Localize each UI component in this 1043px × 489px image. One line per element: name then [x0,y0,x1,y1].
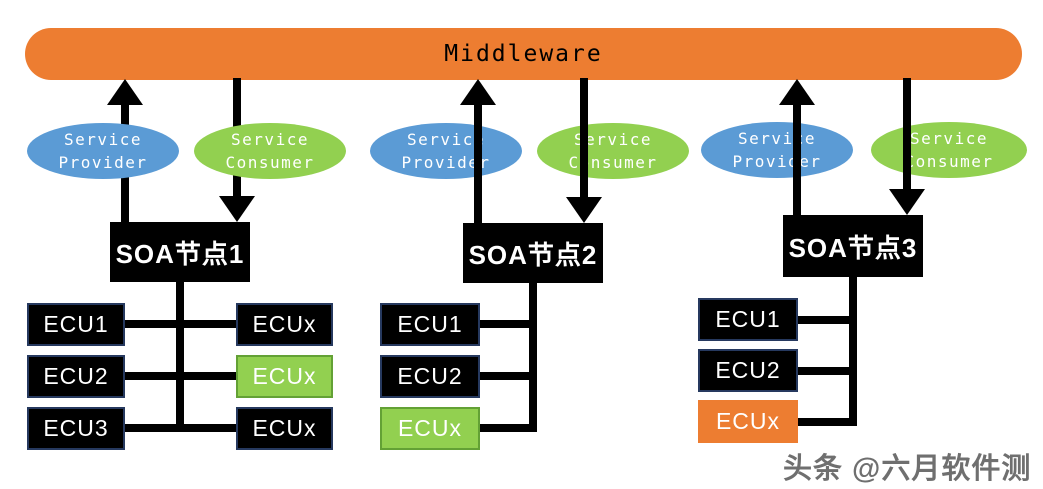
bus-branch-1b [125,372,236,380]
ecu-box: ECUx [236,407,333,450]
ecu-box-highlight-green: ECUx [236,355,333,398]
bus-branch-2b [480,372,537,380]
ecu-label: ECU1 [715,306,781,332]
service-consumer-label-1: Service Consumer [225,130,315,172]
consumer-arrow-line-2 [580,78,588,197]
watermark-text: 头条 @六月软件测试 [783,453,1032,485]
ecu-box: ECU1 [380,303,480,346]
ecu-box-highlight-green: ECUx [380,407,480,450]
consumer-arrowhead-3 [889,189,925,215]
ecu-label: ECU2 [715,357,781,383]
ecu-label: ECU1 [43,311,109,337]
provider-arrowhead-2 [460,79,496,105]
ecu-box: ECU1 [27,303,125,346]
provider-arrow-line-2 [474,100,482,223]
ecu-box-highlight-orange: ECUx [698,400,798,443]
provider-arrowhead-1 [107,79,143,105]
soa-node-2: SOA节点2 [463,223,603,283]
bus-branch-2c [480,424,537,432]
bus-trunk-3 [849,277,857,426]
ecu-label: ECUx [715,408,781,434]
service-provider-ellipse-1: Service Provider [27,123,179,179]
service-consumer-label-2: Service Consumer [568,130,658,172]
ecu-label: ECU1 [397,311,463,337]
consumer-arrowhead-1 [219,196,255,222]
service-provider-label-1: Service Provider [58,130,148,172]
soa-node-1: SOA节点1 [110,222,250,282]
bus-branch-3b [798,367,857,375]
service-provider-label-3: Service Provider [732,129,822,171]
consumer-arrow-line-3 [903,78,911,189]
bus-branch-3c [798,418,857,426]
bus-trunk-2 [529,283,537,432]
middleware-bar: Middleware [25,28,1022,80]
ecu-label: ECU2 [397,363,463,389]
soa-node-2-label: SOA节点2 [468,239,598,270]
service-provider-ellipse-3: Service Provider [701,122,853,178]
bus-trunk-1 [176,282,184,432]
bus-branch-3a [798,316,857,324]
ecu-box: ECU2 [27,355,125,398]
ecu-box: ECU3 [27,407,125,450]
provider-arrowhead-3 [779,79,815,105]
ecu-label: ECUx [252,311,317,337]
soa-node-3: SOA节点3 [783,215,923,277]
ecu-label: ECUx [252,415,317,441]
service-consumer-label-3: Service Consumer [904,129,994,171]
ecu-box: ECUx [236,303,333,346]
service-consumer-ellipse-1: Service Consumer [194,123,346,179]
ecu-box: ECU2 [380,355,480,398]
ecu-label: ECU2 [43,363,109,389]
service-provider-ellipse-2: Service Provider [370,123,522,179]
consumer-arrowhead-2 [566,197,602,223]
bus-branch-1c [125,424,236,432]
service-consumer-ellipse-3: Service Consumer [871,122,1027,178]
service-consumer-ellipse-2: Service Consumer [537,123,689,179]
bus-branch-1a [125,320,236,328]
ecu-label: ECUx [397,415,463,441]
provider-arrow-line-3 [793,100,801,215]
ecu-box: ECU2 [698,349,798,392]
service-provider-label-2: Service Provider [401,130,491,172]
middleware-label: Middleware [444,41,603,67]
ecu-label: ECUx [252,363,317,389]
soa-node-3-label: SOA节点3 [788,232,918,263]
bus-branch-2a [480,320,537,328]
soa-node-1-label: SOA节点1 [115,238,245,269]
ecu-label: ECU3 [43,415,109,441]
ecu-box: ECU1 [698,298,798,341]
